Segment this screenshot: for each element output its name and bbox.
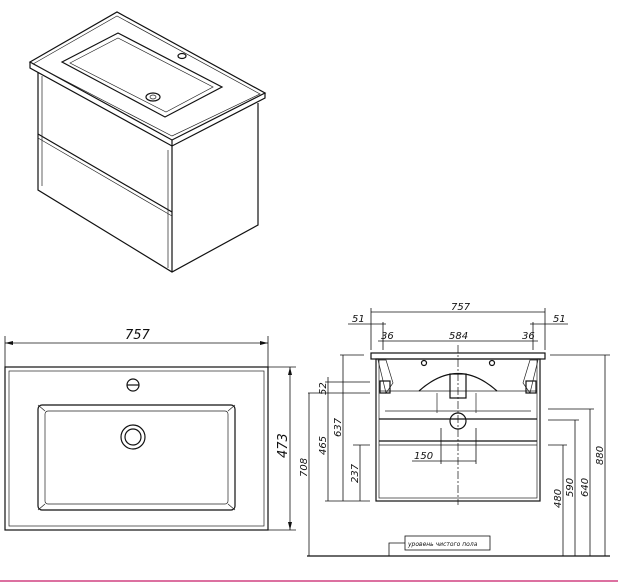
overhang-right-dim: 51 xyxy=(553,314,566,325)
dim-637: 637 xyxy=(333,417,344,437)
inner-width-dim: 584 xyxy=(449,331,468,342)
drain-icon xyxy=(120,424,146,450)
isometric-view xyxy=(28,11,267,273)
bracket-right-dim: 36 xyxy=(522,331,535,342)
bracket-left-dim: 36 xyxy=(381,331,394,342)
dim-237: 237 xyxy=(350,463,361,483)
plan-depth-dim: 473 xyxy=(276,433,291,458)
front-width-dim: 757 xyxy=(451,302,471,313)
plan-view: 757 473 xyxy=(4,328,296,531)
plan-width-dim: 757 xyxy=(125,328,151,343)
dim-880: 880 xyxy=(595,446,606,465)
dim-52: 52 xyxy=(318,382,329,395)
dim-640: 640 xyxy=(580,478,591,497)
dim-590: 590 xyxy=(565,478,576,497)
overhang-left-dim: 51 xyxy=(352,314,365,325)
drain-spacing-dim: 150 xyxy=(414,451,433,462)
floor-level-label: уровень чистого пола xyxy=(407,541,478,548)
dim-465: 465 xyxy=(318,436,329,455)
dim-480: 480 xyxy=(553,489,564,508)
front-view: 757 51 51 36 584 36 150 52 637 465 237 7… xyxy=(299,302,610,557)
dim-708: 708 xyxy=(299,458,310,477)
